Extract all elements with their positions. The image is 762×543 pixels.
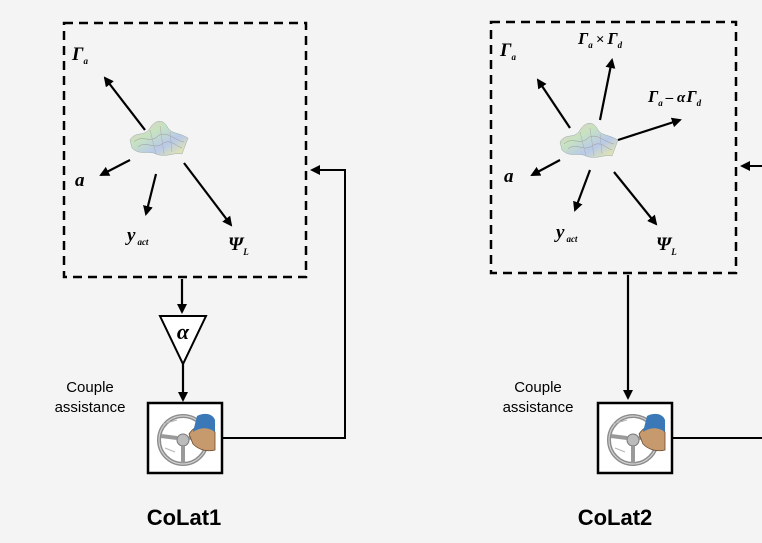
label-psi-l: ΨL (656, 234, 677, 257)
arrow-to-psi-l (183, 162, 233, 227)
arrow-to-y-act (143, 173, 158, 216)
surface-plot-icon (129, 120, 189, 156)
arrow-to-a (99, 159, 131, 176)
assist-label-line2: assistance (55, 399, 126, 416)
label-gamma-difference: Γa– αΓd (647, 87, 702, 108)
label-gamma-a: Γa (71, 44, 88, 66)
panel-title: CoLat2 (578, 505, 653, 530)
gain-block (158, 315, 208, 367)
feedback-line (222, 165, 346, 439)
arrow-to-gamma-a (103, 76, 146, 131)
panel-title: CoLat1 (147, 505, 222, 530)
dashed-model-box (62, 21, 308, 279)
label-gamma-product: Γa×Γd (577, 29, 623, 50)
surface-plot-icon (559, 122, 619, 158)
assist-label-line1: Couple (514, 379, 562, 396)
label-psi-l: ΨL (228, 234, 249, 257)
assist-label-line2: assistance (503, 399, 574, 416)
label-gamma-a: Γa (499, 40, 516, 62)
assist-label-line1: Couple (66, 379, 114, 396)
arrow-to-gamma-product (598, 58, 616, 121)
steering-wheel-icon (151, 404, 219, 472)
steering-wheel-icon (601, 404, 669, 472)
gain-symbol: α (177, 319, 190, 344)
arrow-to-y-act (573, 169, 592, 212)
arrow-to-gamma-a (536, 78, 571, 129)
dashed-model-box (489, 20, 738, 275)
arrow-to-gamma-difference (617, 117, 682, 142)
label-a: a (504, 166, 514, 187)
label-a: a (75, 170, 85, 191)
arrow-to-psi-l (613, 171, 658, 226)
arrow-to-a (530, 159, 561, 176)
